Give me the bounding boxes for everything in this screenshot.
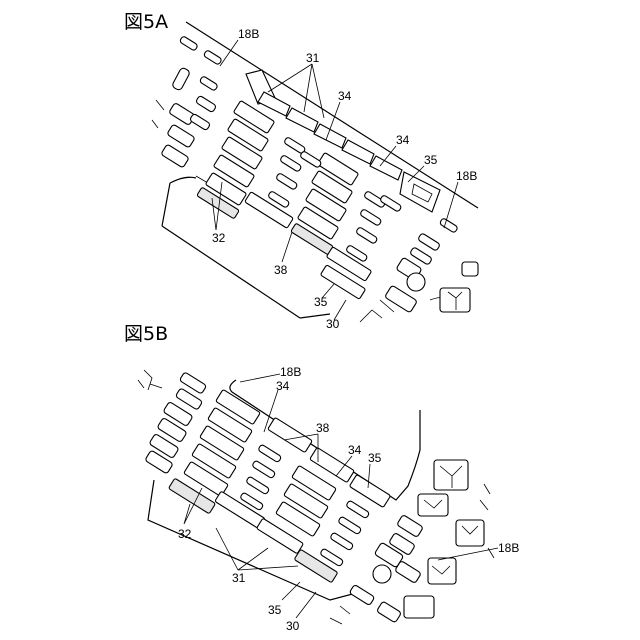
ref-35-lower-5a: 35 — [314, 295, 328, 309]
fuse-slots-5a — [268, 137, 402, 263]
ref-30-5a: 30 — [326, 317, 340, 331]
ref-32-5b: 32 — [178, 527, 192, 541]
left-pins-5a — [152, 36, 222, 168]
ref-18b-top-5a: 18B — [238, 27, 259, 41]
ref-35-lower-5b: 35 — [268, 603, 282, 617]
ref-34-lower-5a: 34 — [396, 133, 410, 147]
housing-outline-5a — [162, 22, 478, 318]
ref-38-5b: 38 — [316, 421, 330, 435]
ref-38-5a: 38 — [274, 263, 288, 277]
ref-34-upper-5a: 34 — [338, 89, 352, 103]
figure-5b-title: 図5B — [124, 323, 168, 345]
ref-34-upper-5b: 34 — [276, 379, 290, 393]
figure-5a: 図5A — [124, 11, 478, 331]
ref-34-lower-5b: 34 — [348, 443, 362, 457]
right-parts-5a — [360, 218, 478, 322]
ref-18b-right-5a: 18B — [456, 169, 477, 183]
relay-block-left-5a — [197, 100, 294, 228]
ref-30-5b: 30 — [286, 619, 300, 633]
relay-block-right-5b — [268, 417, 391, 536]
ref-31-5b: 31 — [232, 571, 246, 585]
housing-corner-5b — [138, 370, 162, 390]
ref-32-5a: 32 — [212, 231, 226, 245]
relay-block-right-5a — [291, 152, 372, 299]
figure-5b: 図5B — [124, 323, 519, 633]
ref-35-upper-5a: 35 — [424, 153, 438, 167]
ref-18b-right-5b: 18B — [498, 541, 519, 555]
ref-31-5a: 31 — [306, 51, 320, 65]
ref-18b-top-5b: 18B — [280, 365, 301, 379]
figure-5a-title: 図5A — [124, 11, 168, 33]
ref-35-upper-5b: 35 — [368, 451, 382, 465]
